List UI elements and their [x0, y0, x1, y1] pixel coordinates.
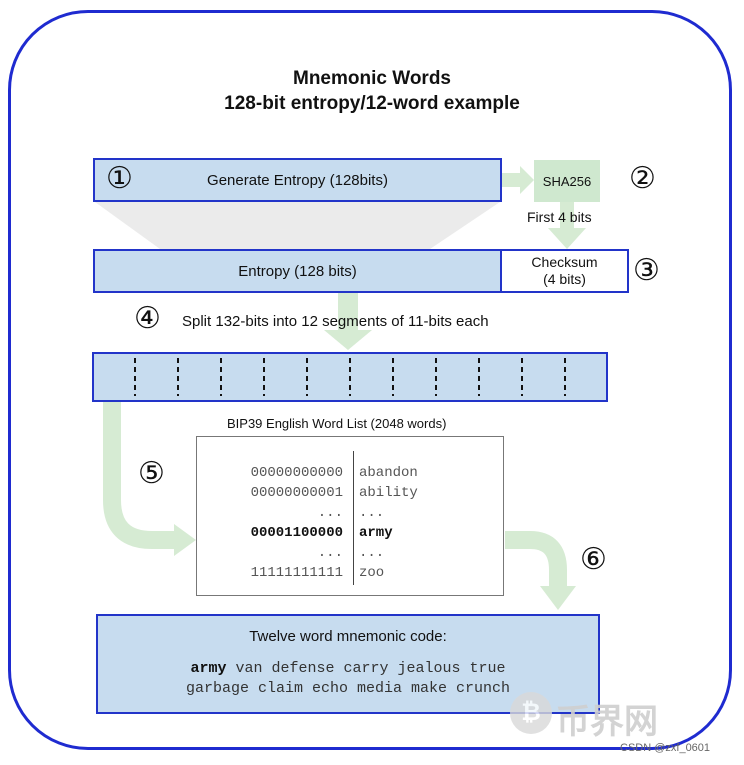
wordlist-bits-column: 00000000000 00000000001 ... 00001100000 … [197, 463, 343, 583]
wordlist-bits-1: 00000000001 [250, 485, 343, 501]
checksum-label-line1: Checksum [531, 254, 598, 270]
arrow-to-sha [500, 166, 534, 194]
mnemonic-line1: army van defense carry jealous true [98, 659, 598, 679]
wordlist-bits-5: 11111111111 [250, 565, 343, 581]
wordlist-word-0: abandon [359, 465, 418, 481]
entropy-label: Entropy (128 bits) [238, 262, 357, 280]
watermark-logo-icon: ₿ [510, 692, 552, 734]
wordlist-word-5: zoo [359, 565, 385, 581]
wordlist-word-3: army [359, 525, 393, 541]
wordlist-bits-3: 00001100000 [250, 525, 343, 541]
step-3-number: ③ [633, 254, 660, 287]
arrow-to-checksum [548, 202, 586, 249]
step-6-number: ⑥ [580, 543, 607, 576]
arrow-to-wordlist [103, 402, 175, 549]
arrow-to-segments [324, 293, 372, 350]
mnemonic-line2: garbage claim echo media make crunch [185, 680, 511, 697]
watermark-logo-text: 币界网 [556, 703, 658, 741]
wordlist-box: 00000000000 00000000001 ... 00001100000 … [196, 436, 504, 596]
first-4-bits-label: First 4 bits [527, 209, 592, 225]
checksum-label-line2: (4 bits) [543, 271, 586, 287]
wordlist-bits-2: ... [317, 505, 343, 521]
diagram-title-line2: 128-bit entropy/12-word example [224, 93, 520, 114]
generate-entropy-bar: Generate Entropy (128bits) [93, 158, 502, 202]
generate-entropy-label: Generate Entropy (128bits) [207, 171, 388, 189]
sha256-box: SHA256 [534, 160, 600, 202]
sha256-label: SHA256 [542, 173, 592, 189]
segment-dividers [134, 358, 566, 396]
watermark-credit: CSDN @zxf_0601 [620, 742, 711, 754]
step-5-number: ⑤ [138, 457, 165, 490]
entropy-bar: Entropy (128 bits) [93, 249, 502, 293]
mnemonic-line1-rest: van defense carry jealous true [226, 660, 506, 677]
split-label: Split 132-bits into 12 segments of 11-bi… [182, 313, 489, 330]
wordlist-divider [353, 451, 354, 585]
mnemonic-title: Twelve word mnemonic code: [249, 628, 447, 645]
rounded-frame [8, 10, 732, 750]
step-1-number: ① [106, 162, 133, 195]
step-4-number: ④ [134, 302, 161, 335]
wordlist-word-1: ability [359, 485, 418, 501]
wordlist-bits-0: 00000000000 [250, 465, 343, 481]
mnemonic-first-word: army [190, 660, 227, 677]
checksum-box: Checksum (4 bits) [500, 249, 629, 293]
wordlist-words-column: abandon ability ... army ... zoo [359, 463, 418, 583]
funnel-shape [95, 202, 500, 249]
wordlist-bits-4: ... [317, 545, 343, 561]
arrow-to-mnemonic [505, 531, 567, 588]
wordlist-word-4: ... [359, 545, 385, 561]
step-2-number: ② [629, 162, 656, 195]
diagram-title-line1: Mnemonic Words [293, 68, 451, 89]
wordlist-word-2: ... [359, 505, 385, 521]
wordlist-title: BIP39 English Word List (2048 words) [227, 416, 447, 431]
